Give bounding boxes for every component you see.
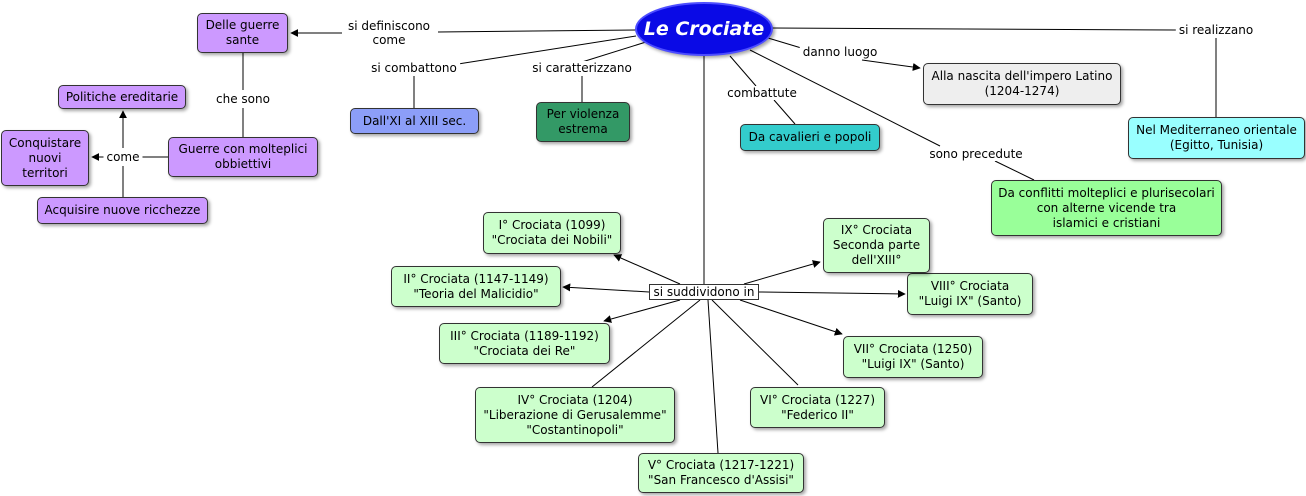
hub-si-suddividono: si suddividono in <box>649 284 759 300</box>
label-si-realizzano: si realizzano <box>1175 23 1257 37</box>
link-hub-c6 <box>711 299 799 386</box>
label-si-combattono: si combattono <box>368 61 460 75</box>
node-violenza-estrema[interactable]: Per violenza estrema <box>536 102 630 142</box>
link-combattute-cavalieri <box>773 99 796 125</box>
node-acquisire-ricchezze[interactable]: Acquisire nuove ricchezze <box>37 197 208 224</box>
label-si-definiscono: si definiscono come <box>344 19 434 47</box>
node-crociata-1[interactable]: I° Crociata (1099) "Crociata dei Nobili" <box>483 212 621 254</box>
label-combattute: combattute <box>724 86 800 100</box>
node-crociata-5[interactable]: V° Crociata (1217-1221) "San Francesco d… <box>638 453 804 493</box>
label-come: come <box>103 150 143 164</box>
node-impero-latino[interactable]: Alla nascita dell'impero Latino (1204-12… <box>923 63 1121 105</box>
link-root-combattono <box>457 35 637 65</box>
node-crociata-4[interactable]: IV° Crociata (1204) "Liberazione di Geru… <box>475 387 675 443</box>
node-politiche-ereditarie[interactable]: Politiche ereditarie <box>58 85 186 109</box>
root-node[interactable]: Le Crociate <box>635 2 773 56</box>
node-mediterraneo[interactable]: Nel Mediterraneo orientale (Egitto, Tuni… <box>1128 117 1305 159</box>
node-dall-xi-xiii[interactable]: Dall'XI al XIII sec. <box>350 108 479 134</box>
link-root-definiscono <box>437 29 637 33</box>
node-crociata-2[interactable]: II° Crociata (1147-1149) "Teoria del Mal… <box>391 266 561 307</box>
label-si-caratterizzano: si caratterizzano <box>529 61 635 75</box>
label-sono-precedute: sono precedute <box>926 147 1026 161</box>
link-danno-luogo-impero <box>861 59 921 71</box>
node-cavalieri-popoli[interactable]: Da cavalieri e popoli <box>740 124 880 151</box>
link-hub-c8 <box>758 289 906 298</box>
link-root-realizzano <box>771 27 1177 31</box>
root-title: Le Crociate <box>643 18 765 40</box>
link-hub-c1 <box>613 254 681 285</box>
link-hub-c2 <box>562 283 650 293</box>
link-root-precedute <box>749 49 941 147</box>
node-crociata-7[interactable]: VII° Crociata (1250) "Luigi IX" (Santo) <box>843 336 983 378</box>
node-conquistare-territori[interactable]: Conquistare nuovi territori <box>1 130 89 186</box>
link-root-caratterizzano <box>581 41 647 63</box>
link-hub-c4 <box>591 299 701 388</box>
link-root-combattute <box>729 55 757 87</box>
node-crociata-8[interactable]: VIII° Crociata "Luigi IX" (Santo) <box>907 273 1033 315</box>
link-hub-c7 <box>739 299 843 336</box>
link-hub-c5 <box>707 299 719 454</box>
node-conflitti[interactable]: Da conflitti molteplici e plurisecolari … <box>991 180 1222 236</box>
label-che-sono: che sono <box>213 92 273 106</box>
node-crociata-6[interactable]: VI° Crociata (1227) "Federico II" <box>750 387 885 428</box>
label-danno-luogo: danno luogo <box>799 45 881 59</box>
node-delle-guerre-sante[interactable]: Delle guerre sante <box>197 13 288 53</box>
link-precedute-conflitti <box>994 160 1035 181</box>
node-crociata-9[interactable]: IX° Crociata Seconda parte dell'XIII° <box>823 218 930 273</box>
hub-label: si suddividono in <box>653 285 755 299</box>
link-hub-c3 <box>603 299 681 323</box>
link-hub-c9 <box>743 260 821 285</box>
node-guerre-molteplici[interactable]: Guerre con molteplici obbiettivi <box>168 137 318 177</box>
node-crociata-3[interactable]: III° Crociata (1189-1192) "Crociata dei … <box>439 323 610 364</box>
